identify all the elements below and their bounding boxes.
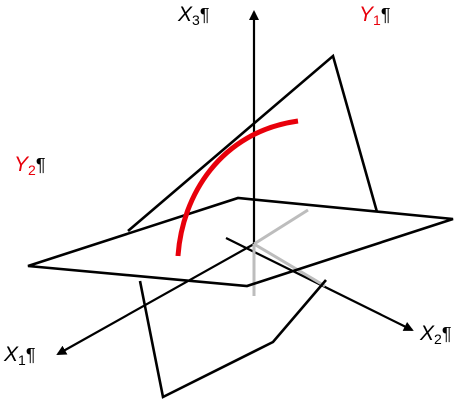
label-x2-sub: 2 [434,331,442,347]
label-y2-sub: 2 [28,162,36,178]
plane-y1-upper [127,53,379,232]
label-y1-mark: ¶ [380,5,391,25]
label-y1-sub: 1 [373,12,381,28]
label-x3: X3¶ [178,4,209,27]
label-x1-mark: ¶ [25,345,36,365]
label-x1: X1¶ [4,344,35,367]
label-y1: Y1¶ [359,4,390,27]
hidden-axis-x2 [253,242,326,288]
label-x1-sub: 1 [18,352,26,368]
label-y2-mark: ¶ [35,155,46,175]
label-x3-sub: 3 [192,12,200,28]
label-x2-mark: ¶ [441,324,452,344]
hidden-axis-back [253,208,309,246]
plane-y1-lower [138,279,327,399]
label-y2-base: Y [14,153,29,176]
label-y2: Y2¶ [14,154,45,177]
plane-y2 [27,196,454,288]
label-x3-mark: ¶ [199,5,210,25]
label-x1-base: X [4,343,19,366]
label-x2-base: X [420,322,435,345]
intersection-curve [175,118,299,257]
label-x2: X2¶ [420,323,451,346]
label-y1-base: Y [359,3,374,26]
x1-axis [56,243,255,355]
label-x3-base: X [178,3,193,26]
